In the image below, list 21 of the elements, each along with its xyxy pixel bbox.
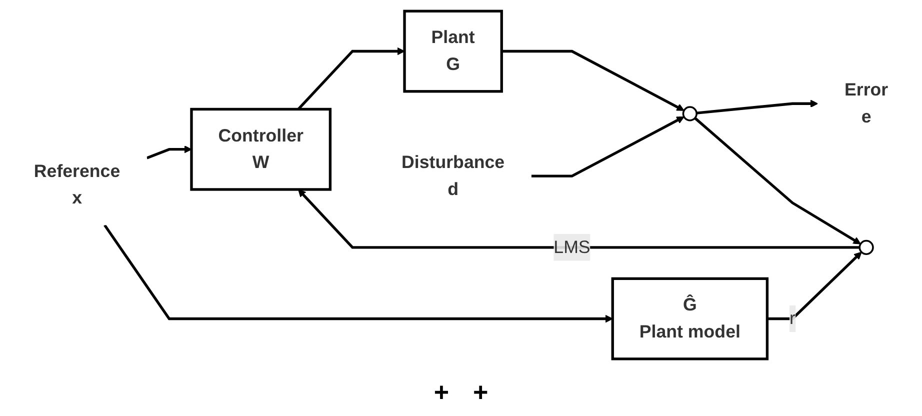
node-circle (858, 240, 874, 255)
arrow (297, 47, 405, 110)
node-circle (682, 106, 698, 122)
edge-label: r (789, 308, 796, 329)
node-box: Plant G (403, 10, 503, 93)
arrow (531, 116, 684, 178)
arrow (146, 145, 192, 160)
node-text: Disturbance d (402, 152, 505, 200)
arrow (767, 252, 862, 320)
edge-label: LMS (554, 238, 590, 258)
arrow (696, 100, 818, 114)
node-text: Error e (844, 80, 888, 127)
arrow (298, 189, 860, 249)
arrow (104, 224, 613, 323)
sign-label: + (473, 376, 488, 408)
arrow (502, 50, 684, 111)
node-text: Reference x (34, 162, 120, 208)
sign-label: + (434, 376, 449, 408)
node-box: Ĝ Plant model (611, 277, 769, 360)
arrow (694, 117, 861, 244)
node-box: Controller W (190, 108, 332, 191)
